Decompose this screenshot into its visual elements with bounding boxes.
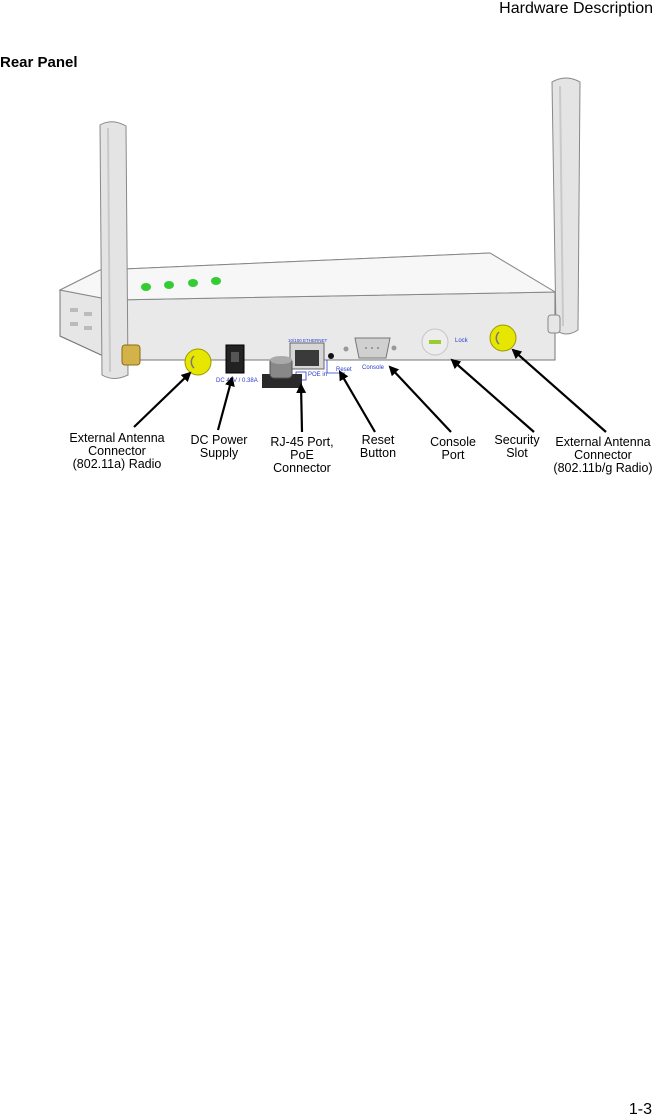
antenna-connector-bg-icon — [489, 324, 517, 352]
callout-arrow — [133, 371, 192, 428]
dc-power-jack-icon: DC 48V / 0.38A — [216, 344, 258, 384]
access-point-illustration: DC 48V / 0.38A 10/100 ETHERNET POE in Re… — [58, 77, 607, 433]
led-icon — [141, 283, 151, 291]
console-port-icon: Console — [343, 337, 397, 371]
callout-arrow — [338, 370, 376, 433]
callout-arrows — [133, 348, 607, 433]
led-icon — [164, 281, 174, 289]
callout-arrow — [450, 358, 535, 433]
rear-panel-figure: DC 48V / 0.38A 10/100 ETHERNET POE in Re… — [0, 60, 655, 480]
console-label: Console — [362, 365, 385, 371]
ethernet-cable-icon — [262, 356, 302, 388]
status-leds — [141, 277, 221, 291]
right-antenna — [547, 77, 581, 335]
callout-arrow — [511, 348, 607, 433]
callout-arrow — [388, 365, 452, 433]
poe-label: POE in — [308, 372, 327, 378]
left-antenna — [99, 121, 141, 379]
reset-label: Reset — [336, 367, 352, 373]
page-number: 1-3 — [628, 1101, 652, 1118]
ethernet-label: 10/100 ETHERNET — [288, 338, 328, 343]
security-slot-icon: Lock — [421, 328, 469, 356]
rj45-port-icon: 10/100 ETHERNET POE in — [288, 338, 328, 381]
callout-arrow — [296, 383, 307, 433]
led-icon — [188, 279, 198, 287]
led-icon — [211, 277, 221, 285]
section-title: Rear Panel — [0, 54, 78, 71]
running-header: Hardware Description — [499, 0, 653, 17]
antenna-connector-a-icon — [184, 348, 212, 376]
power-rating-label: DC 48V / 0.38A — [216, 378, 258, 384]
callout-arrow — [216, 376, 235, 431]
lock-label: Lock — [455, 338, 469, 344]
